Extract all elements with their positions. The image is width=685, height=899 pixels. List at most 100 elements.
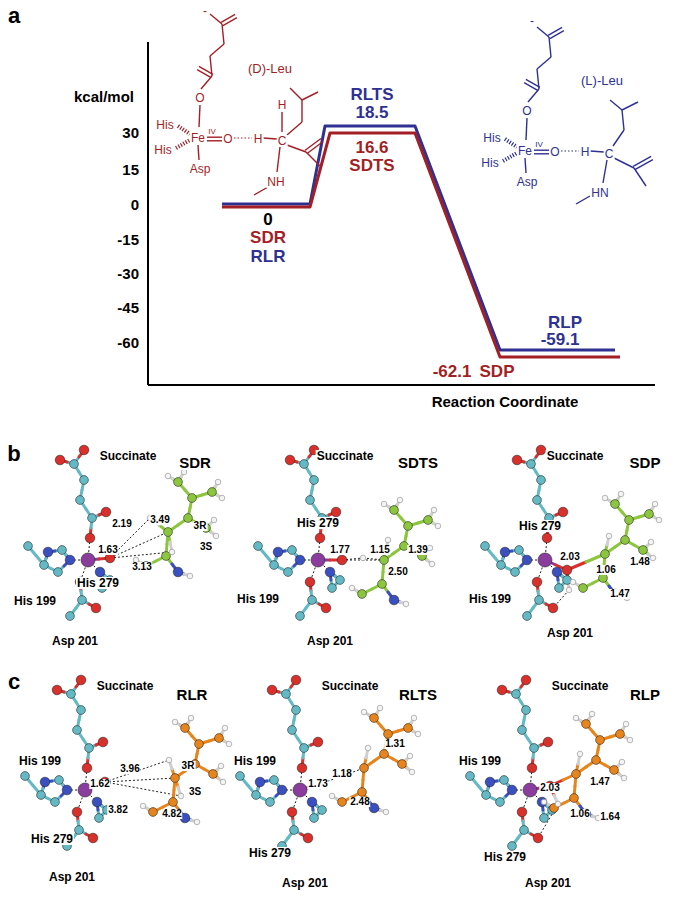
label-anchor: -: [202, 2, 208, 18]
structure-name: SDTS: [397, 455, 439, 470]
label-anchor: -60: [116, 335, 140, 351]
bond-line: [198, 145, 199, 160]
bond-line: [548, 27, 562, 35]
atom-ball: [164, 528, 173, 537]
atom-ball: [533, 833, 543, 843]
bond-line: [537, 69, 539, 89]
bond-line: [526, 118, 527, 140]
atom-ball: [40, 777, 50, 787]
substrate-name: (D)-Leu: [247, 62, 293, 75]
bond-line: [306, 152, 320, 166]
label-anchor: SDP: [479, 363, 516, 380]
atom-ball: [220, 779, 226, 785]
distance-label: 3R: [193, 521, 208, 531]
label-anchor: 3.13: [131, 557, 152, 573]
atom-ball: [358, 590, 367, 599]
atom-label: -: [202, 5, 208, 17]
atom-ball: [219, 495, 225, 501]
bond-line: [505, 139, 517, 147]
atom-ball: [85, 533, 95, 543]
atom-ball: [435, 523, 441, 529]
atom-ball: [512, 455, 522, 465]
label-anchor: RLTS: [349, 86, 394, 103]
label-anchor: Asp 201: [524, 874, 572, 890]
atom-label: His: [480, 157, 499, 169]
atom-ball: [397, 497, 403, 503]
atom-ball: [70, 460, 79, 469]
atom-ball: [77, 706, 86, 715]
atom-ball: [310, 476, 319, 485]
residue-label: Asp 201: [524, 877, 572, 889]
label-anchor: 2.48: [349, 792, 370, 808]
atom-ball: [536, 445, 546, 455]
bond-line: [222, 24, 224, 44]
residue-label: His 279: [296, 517, 340, 529]
atom-ball: [570, 579, 576, 585]
atom-ball: [95, 567, 105, 577]
atom-ball: [266, 798, 275, 807]
atom-ball: [211, 517, 217, 523]
residue-label: His 279: [483, 851, 527, 863]
bond-line: [207, 140, 222, 141]
label-anchor: SDTS: [397, 455, 439, 471]
label-anchor: Asp: [516, 173, 539, 189]
atom-ball: [325, 567, 335, 577]
label-anchor: 1.63: [97, 540, 118, 556]
atom-ball: [236, 772, 245, 781]
residue-label: His 199: [13, 595, 57, 607]
atom-ball: [277, 785, 287, 795]
atom-ball: [390, 506, 399, 515]
label-anchor: a: [7, 5, 21, 27]
atom-ball: [566, 587, 572, 593]
bond-line: [525, 158, 526, 173]
label-anchor: 1.06: [595, 560, 616, 576]
atom-ball: [466, 772, 475, 781]
label-anchor: His 279: [296, 514, 340, 530]
label-anchor: Succinate: [316, 447, 375, 463]
atom-ball: [82, 763, 92, 773]
label-anchor: 1.06: [569, 804, 590, 820]
distance-label: 1.06: [569, 809, 590, 819]
atom-ball: [596, 736, 605, 745]
atom-ball: [315, 533, 325, 543]
atom-ball: [538, 553, 552, 567]
atom-ball: [380, 556, 389, 565]
atom-ball: [284, 568, 293, 577]
state-label: -62.1: [432, 363, 473, 380]
atom-ball: [573, 715, 579, 721]
distance-label: 1.48: [629, 557, 650, 567]
label-anchor: Succinate: [99, 447, 158, 463]
label-anchor: His 199: [18, 752, 62, 768]
label-anchor: 0: [262, 211, 273, 228]
atom-ball: [287, 807, 297, 817]
label-anchor: O: [549, 143, 560, 159]
atom-ball: [291, 675, 301, 685]
atom-ball: [305, 577, 315, 587]
bond-line: [537, 27, 549, 37]
atom-label: His: [482, 132, 501, 144]
label-anchor: 15: [121, 162, 140, 178]
bond-line: [197, 70, 211, 78]
atom-ball: [582, 720, 591, 729]
atom-ball: [195, 740, 204, 749]
atom-ball: [537, 797, 547, 807]
atom-ball: [174, 478, 183, 487]
axis-line: [147, 42, 149, 385]
distance-label: 2.19: [111, 519, 132, 529]
atom-ball: [496, 798, 505, 807]
distance-label: 3.13: [131, 562, 152, 572]
bond-line: [210, 56, 212, 76]
residue-label: His 199: [18, 755, 62, 767]
atom-ball: [252, 791, 261, 800]
atom-ball: [184, 514, 193, 523]
atom-ball: [652, 501, 658, 507]
energy-profiles: [222, 126, 620, 357]
atom-ball: [43, 547, 53, 557]
atom-ball: [78, 596, 87, 605]
atom-ball: [424, 516, 433, 525]
atom-ball: [610, 766, 619, 775]
atom-ball: [570, 794, 579, 803]
atom-ball: [650, 555, 656, 561]
